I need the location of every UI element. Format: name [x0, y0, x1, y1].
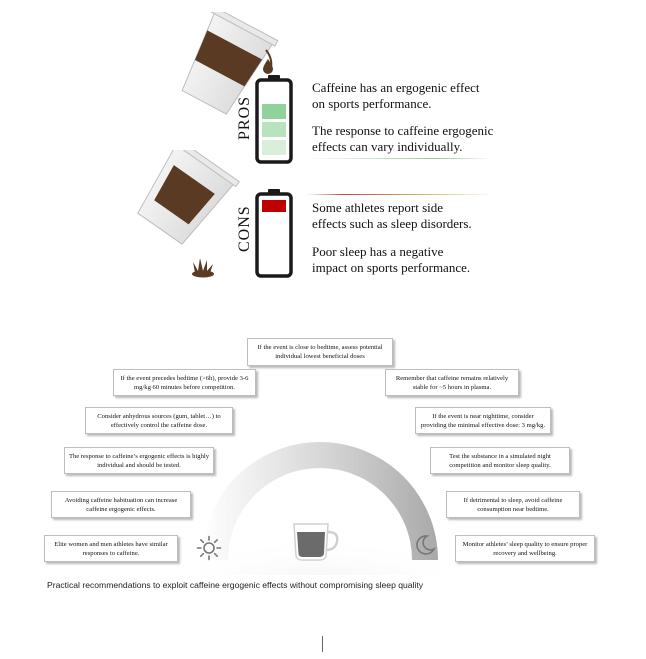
pros-battery-icon [255, 75, 293, 164]
figure-caption: Practical recommendations to exploit caf… [47, 580, 424, 590]
pouring-cup-icon [181, 12, 279, 115]
coffee-cup-icon [293, 523, 339, 561]
recommendation-left-3: The response to caffeine’s ergogenic eff… [64, 447, 214, 474]
pros-label: PROS [236, 95, 253, 140]
coffee-drop-icon [263, 59, 273, 74]
recommendation-left-2: Consider anhydrous sources (gum, tablet…… [85, 407, 233, 434]
divider-tick [322, 636, 323, 652]
recommendation-right-3: Test the substance in a simulated night … [430, 447, 570, 474]
recommendation-right-2: If the event is near nighttime, consider… [415, 407, 551, 434]
recommendation-top: If the event is close to bedtime, assess… [247, 338, 393, 366]
cons-bar-1 [262, 200, 286, 212]
recommendation-left-1: If the event precedes bedtime (>6h), pro… [113, 369, 256, 396]
cons-divider [306, 194, 492, 195]
pros-text-2: The response to caffeine ergogenic effec… [312, 123, 494, 154]
recommendation-right-5: Monitor athletes’ sleep quality to ensur… [455, 535, 595, 562]
cons-text-2: Poor sleep has a negative impact on spor… [312, 244, 471, 275]
pros-divider [306, 158, 492, 159]
cons-battery-icon [255, 189, 293, 278]
cons-text-1: Some athletes report side effects such a… [312, 200, 472, 231]
cons-label: CONS [236, 205, 253, 252]
coffee-splash-icon [192, 258, 214, 278]
pros-bar-2 [262, 122, 286, 137]
recommendation-left-4: Avoiding caffeine habituation can increa… [51, 491, 191, 518]
pros-bar-1 [262, 104, 286, 119]
recommendation-right-1: Remember that caffeine remains relativel… [385, 369, 519, 396]
sun-icon [196, 535, 222, 561]
pros-bar-3 [262, 140, 286, 155]
recommendation-left-5: Elite women and men athletes have simila… [44, 535, 178, 562]
pros-text-1: Caffeine has an ergogenic effect on spor… [312, 80, 480, 111]
tipped-cup-icon [137, 150, 240, 245]
recommendation-right-4: If detrimental to sleep, avoid caffeine … [446, 491, 580, 518]
moon-icon [416, 535, 436, 555]
